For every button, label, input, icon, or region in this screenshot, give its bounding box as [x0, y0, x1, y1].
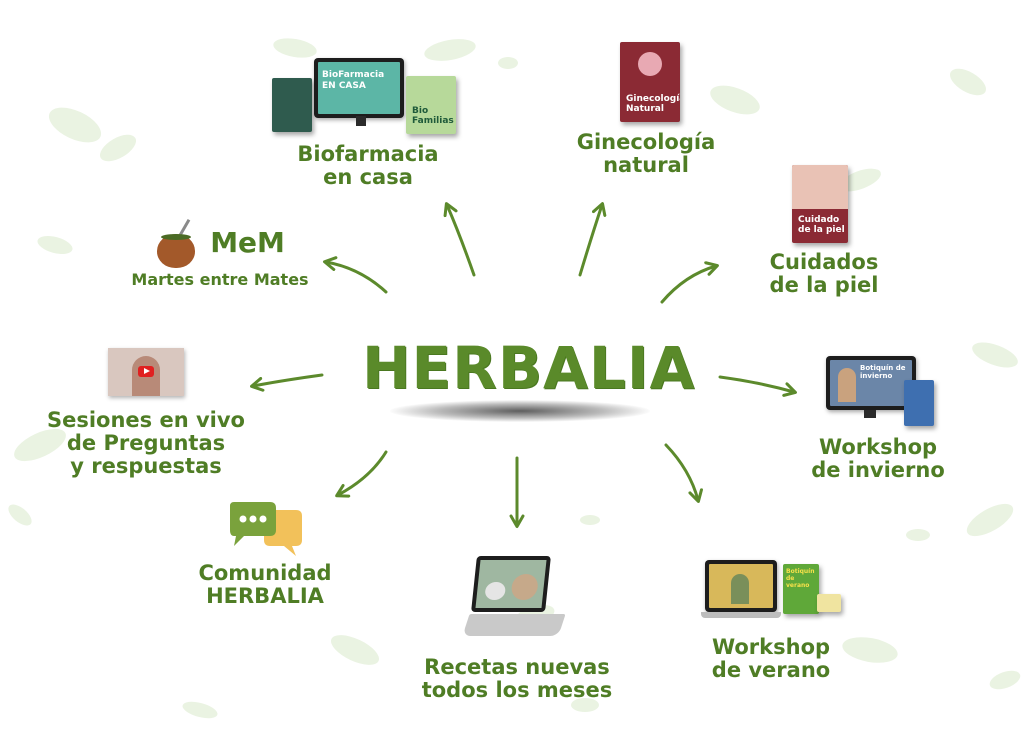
invierno-monitor-stand	[864, 410, 876, 418]
workshop-invierno-products: Botiquín de invierno	[826, 356, 938, 434]
mem-subtitle: Martes entre Mates	[131, 270, 309, 289]
presenter-figure	[838, 368, 856, 402]
verano-book: Botiquín de verano	[783, 564, 819, 614]
biofarmacia-monitor: BioFarmacia EN CASA	[314, 58, 404, 118]
node-ginecologia: Ginecología natural	[576, 130, 716, 177]
biofarmacia-monitor-stand	[356, 116, 366, 126]
invierno-book	[904, 380, 934, 426]
invierno-monitor: Botiquín de invierno	[826, 356, 916, 410]
arrow-cuidados	[660, 261, 719, 304]
hub-title: HERBALIA	[362, 334, 696, 402]
arrow-workshop-verano	[664, 443, 703, 503]
biofarmacia-book-left	[272, 78, 312, 132]
biofarmacia-products: BioFarmacia EN CASA Bio Familias	[270, 50, 465, 138]
hands-illustration	[792, 165, 848, 209]
chat-bubbles-icon	[230, 502, 302, 556]
workshop-verano-products: Botiquín de verano	[701, 560, 845, 628]
node-cuidados: Cuidados de la piel	[769, 250, 879, 297]
arrow-workshop-invierno	[718, 375, 797, 397]
node-comunidad: Comunidad HERBALIA	[198, 561, 332, 608]
play-icon	[138, 366, 154, 377]
ginecologia-book: Ginecología Natural	[620, 42, 680, 122]
cuidados-book: Cuidado de la piel	[792, 165, 848, 243]
node-sesiones: Sesiones en vivo de Preguntas y respuest…	[46, 408, 245, 478]
node-workshop-verano: Workshop de verano	[711, 635, 831, 682]
node-workshop-invierno: Workshop de invierno	[811, 435, 945, 482]
arrow-ginecologia	[578, 202, 607, 277]
node-mem: MeM Martes entre Mates	[120, 218, 320, 290]
arrow-biofarmacia	[443, 202, 476, 277]
hub: HERBALIA	[362, 328, 696, 408]
sesiones-video-thumbnail	[108, 348, 184, 396]
arrow-sesiones	[250, 373, 324, 392]
biofamilias-book: Bio Familias	[406, 76, 456, 134]
laptop-icon	[462, 556, 566, 646]
verano-laptop	[705, 560, 777, 612]
arrow-mem	[323, 256, 388, 294]
invierno-screen-text: Botiquín de invierno	[860, 364, 906, 380]
biofarmacia-screen-text: BioFarmacia EN CASA	[322, 70, 385, 91]
mate-icon	[155, 218, 199, 268]
node-recetas: Recetas nuevas todos los meses	[421, 655, 613, 702]
flower-illustration	[638, 52, 662, 76]
hub-shadow	[390, 400, 650, 422]
node-biofarmacia: Biofarmacia en casa	[297, 142, 439, 189]
mem-title: MeM	[210, 226, 285, 259]
verano-cards	[817, 594, 841, 612]
presenter-figure	[731, 574, 749, 604]
verano-laptop-base	[701, 612, 781, 618]
arrow-comunidad	[335, 450, 388, 498]
